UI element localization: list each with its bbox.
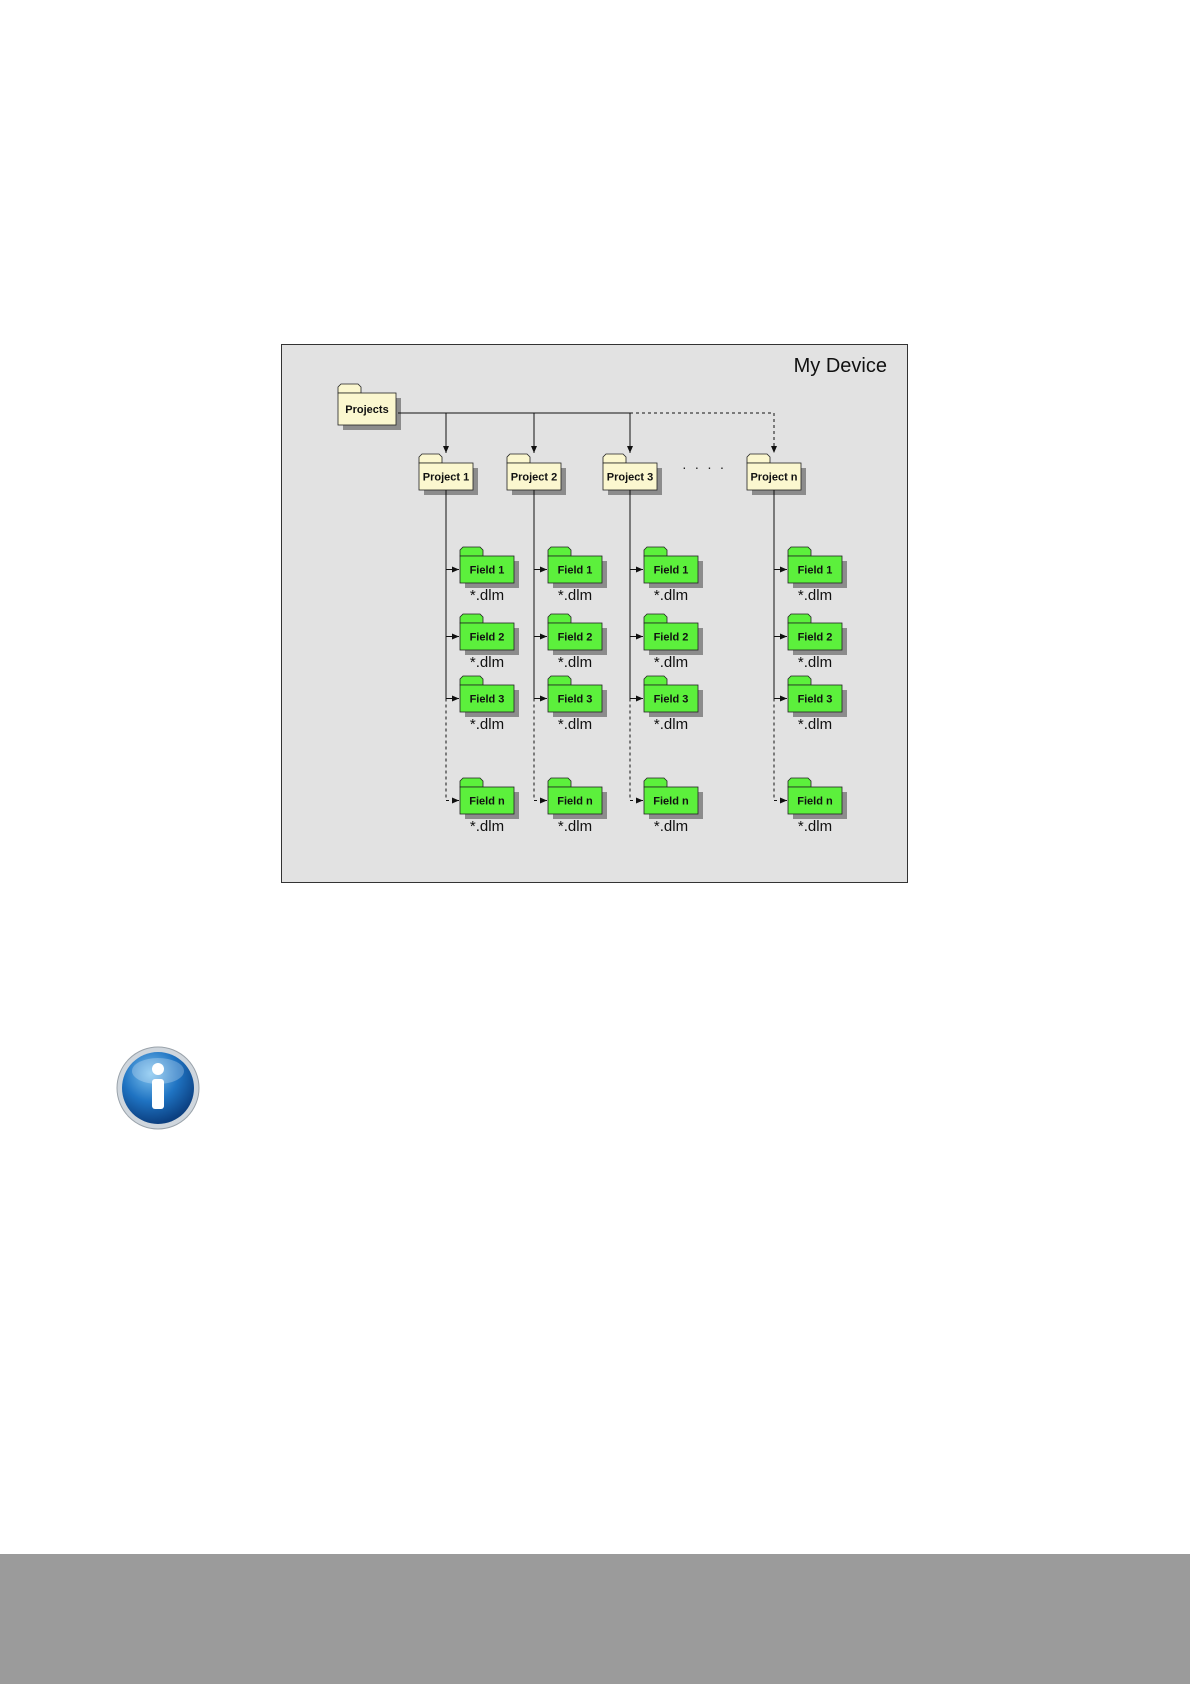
file-label: *.dlm bbox=[558, 654, 592, 671]
field-folder: Field 1 bbox=[788, 547, 847, 588]
project-folder: Project 2 bbox=[507, 454, 566, 495]
projects-folder: Projects bbox=[338, 384, 401, 430]
svg-text:Field 1: Field 1 bbox=[654, 565, 689, 577]
svg-text:Field 3: Field 3 bbox=[470, 694, 505, 706]
file-label: *.dlm bbox=[798, 716, 832, 733]
svg-text:Field n: Field n bbox=[797, 796, 833, 808]
file-label: *.dlm bbox=[470, 716, 504, 733]
file-label: *.dlm bbox=[654, 818, 688, 835]
svg-text:Project n: Project n bbox=[750, 472, 797, 484]
field-folder: Field n bbox=[644, 778, 703, 819]
svg-text:Field 2: Field 2 bbox=[798, 632, 833, 644]
svg-text:Field 2: Field 2 bbox=[558, 632, 593, 644]
footer-band bbox=[0, 1554, 1190, 1684]
svg-text:Field 3: Field 3 bbox=[558, 694, 593, 706]
svg-text:Field 1: Field 1 bbox=[798, 565, 833, 577]
field-folder: Field n bbox=[548, 778, 607, 819]
field-folder: Field 2 bbox=[788, 614, 847, 655]
project-folder: Project n bbox=[747, 454, 806, 495]
svg-text:Field 1: Field 1 bbox=[558, 565, 593, 577]
field-folder: Field 1 bbox=[644, 547, 703, 588]
device-label: My Device bbox=[794, 355, 887, 378]
svg-text:Field 2: Field 2 bbox=[470, 632, 505, 644]
field-folder: Field 1 bbox=[460, 547, 519, 588]
file-label: *.dlm bbox=[558, 818, 592, 835]
file-label: *.dlm bbox=[798, 818, 832, 835]
file-label: *.dlm bbox=[798, 587, 832, 604]
project-folder: Project 3 bbox=[603, 454, 662, 495]
file-label: *.dlm bbox=[654, 716, 688, 733]
file-label: *.dlm bbox=[798, 654, 832, 671]
field-folder: Field 2 bbox=[548, 614, 607, 655]
svg-text:Projects: Projects bbox=[345, 404, 388, 416]
info-icon bbox=[115, 1045, 201, 1131]
field-folder: Field 1 bbox=[548, 547, 607, 588]
field-folder: Field n bbox=[788, 778, 847, 819]
svg-text:Field n: Field n bbox=[469, 796, 505, 808]
field-folder: Field 3 bbox=[788, 676, 847, 717]
field-folder: Field 3 bbox=[460, 676, 519, 717]
field-folder: Field 3 bbox=[644, 676, 703, 717]
svg-text:Field 3: Field 3 bbox=[798, 694, 833, 706]
file-label: *.dlm bbox=[654, 654, 688, 671]
project-folder: Project 1 bbox=[419, 454, 478, 495]
field-folder: Field 2 bbox=[460, 614, 519, 655]
file-label: *.dlm bbox=[558, 587, 592, 604]
file-label: *.dlm bbox=[470, 587, 504, 604]
svg-text:Field n: Field n bbox=[557, 796, 593, 808]
file-label: *.dlm bbox=[470, 818, 504, 835]
file-label: *.dlm bbox=[654, 587, 688, 604]
file-label: *.dlm bbox=[470, 654, 504, 671]
svg-text:Field n: Field n bbox=[653, 796, 689, 808]
field-folder: Field 3 bbox=[548, 676, 607, 717]
svg-text:Field 2: Field 2 bbox=[654, 632, 689, 644]
svg-text:Field 1: Field 1 bbox=[470, 565, 505, 577]
field-folder: Field n bbox=[460, 778, 519, 819]
svg-text:Field 3: Field 3 bbox=[654, 694, 689, 706]
svg-text:Project 1: Project 1 bbox=[423, 472, 469, 484]
field-folder: Field 2 bbox=[644, 614, 703, 655]
svg-text:Project 3: Project 3 bbox=[607, 472, 653, 484]
ellipsis: · · · · bbox=[682, 459, 726, 475]
svg-text:Project 2: Project 2 bbox=[511, 472, 557, 484]
file-label: *.dlm bbox=[558, 716, 592, 733]
